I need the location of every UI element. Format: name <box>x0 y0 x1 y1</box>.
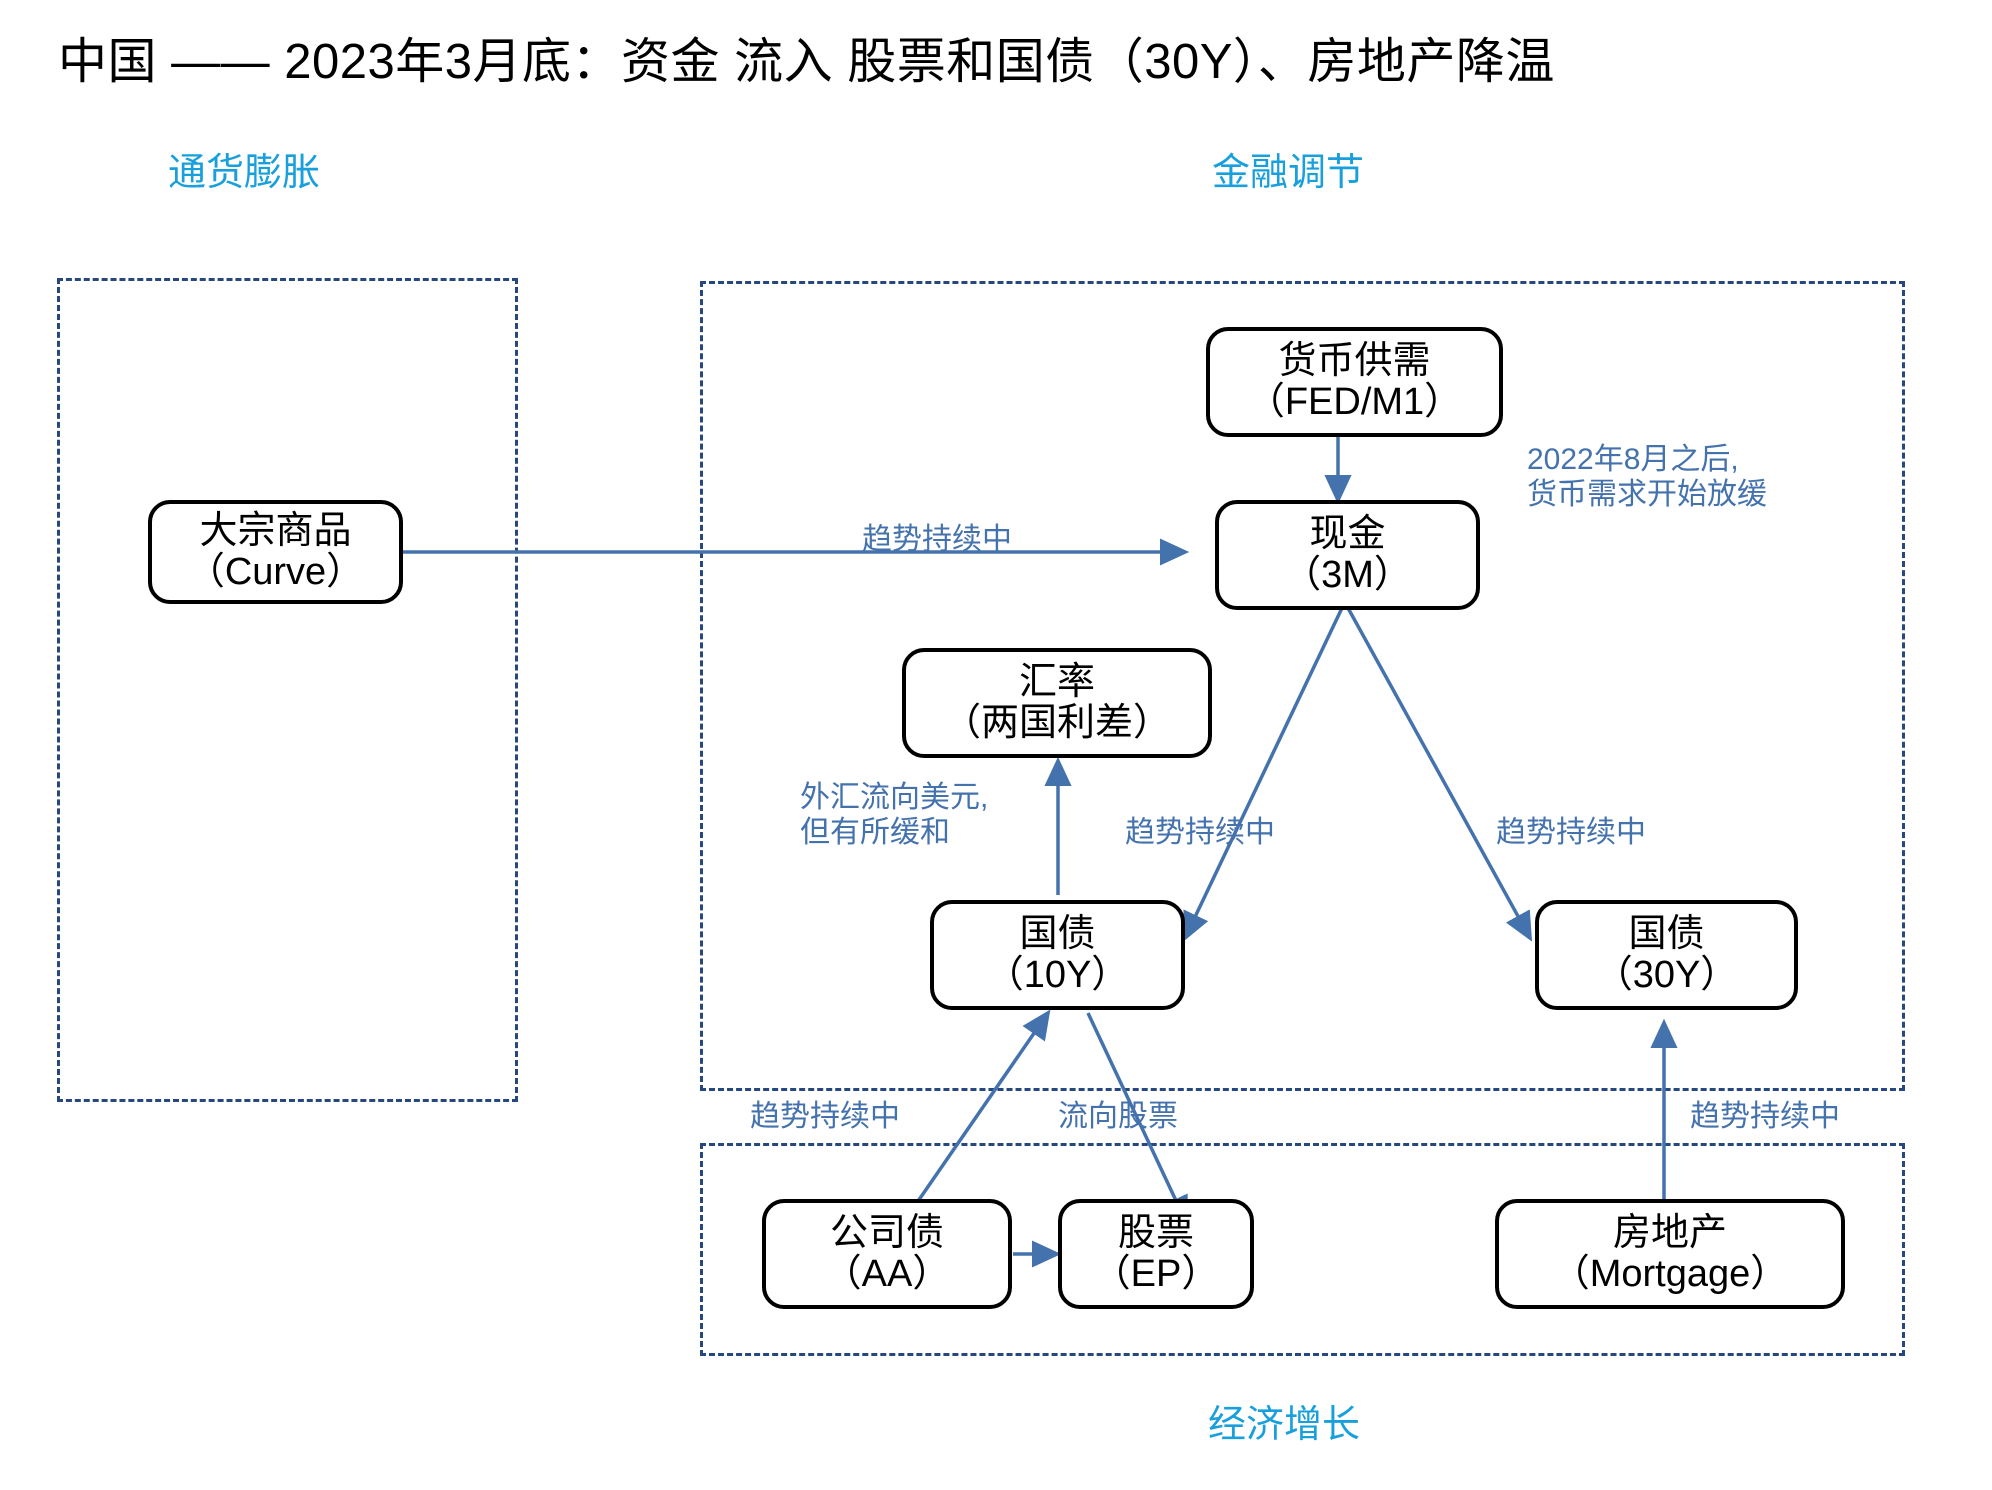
node-bond-10y-line1: 国债 <box>1019 912 1096 955</box>
zone-label-financial: 金融调节 <box>1212 152 1365 194</box>
node-fx-line2: （两国利差） <box>942 702 1171 744</box>
node-money-supply-line1: 货币供需 <box>1278 339 1431 382</box>
node-fx-line1: 汇率 <box>1018 660 1095 703</box>
fx-note-line2: 但有所缓和 <box>800 816 950 850</box>
node-cash-line2: （3M） <box>1283 554 1412 596</box>
node-bond-30y-line1: 国债 <box>1628 912 1705 955</box>
edge-label-cash-to-bond30y: 趋势持续中 <box>1496 816 1646 849</box>
node-equity-line1: 股票 <box>1117 1211 1194 1254</box>
node-money-supply[interactable]: 货币供需 （FED/M1） <box>1206 327 1503 437</box>
money-demand-note-line1: 2022年8月之后, <box>1527 443 1739 476</box>
node-corporate-bond-line2: （AA） <box>823 1253 951 1295</box>
money-demand-note-line2: 货币需求开始放缓 <box>1527 478 1767 512</box>
node-real-estate[interactable]: 房地产 （Mortgage） <box>1495 1199 1845 1309</box>
node-commodity[interactable]: 大宗商品 （Curve） <box>148 500 403 604</box>
node-bond-10y[interactable]: 国债 （10Y） <box>930 900 1185 1010</box>
edge-label-cash-to-bond10y: 趋势持续中 <box>1125 816 1275 849</box>
zone-label-growth: 经济增长 <box>1208 1404 1361 1446</box>
edge-label-realestate-to-bond30y: 趋势持续中 <box>1690 1100 1840 1133</box>
node-cash[interactable]: 现金 （3M） <box>1215 500 1480 610</box>
edge-label-money-demand-note: 2022年8月之后, 货币需求开始放缓 <box>1527 442 1767 513</box>
node-commodity-line1: 大宗商品 <box>199 509 352 552</box>
edge-label-fx-note: 外汇流向美元, 但有所缓和 <box>800 780 988 851</box>
node-equity-line2: （EP） <box>1092 1253 1220 1295</box>
node-bond-30y-line2: （30Y） <box>1594 954 1739 996</box>
node-commodity-line2: （Curve） <box>186 551 365 593</box>
page-title: 中国 —— 2023年3月底：资金 流入 股票和国债（30Y）、房地产降温 <box>58 35 1555 89</box>
node-real-estate-line1: 房地产 <box>1612 1211 1727 1254</box>
node-equity[interactable]: 股票 （EP） <box>1058 1199 1254 1309</box>
node-bond-10y-line2: （10Y） <box>985 954 1130 996</box>
node-real-estate-line2: （Mortgage） <box>1551 1253 1789 1295</box>
zone-label-inflation: 通货膨胀 <box>168 152 321 194</box>
edge-label-corpbond-to-bond10y: 趋势持续中 <box>750 1100 900 1133</box>
zone-box-growth <box>700 1143 1905 1356</box>
node-corporate-bond[interactable]: 公司债 （AA） <box>762 1199 1012 1309</box>
node-fx[interactable]: 汇率 （两国利差） <box>902 648 1212 758</box>
zone-box-inflation <box>57 278 518 1102</box>
fx-note-line1: 外汇流向美元, <box>800 781 989 814</box>
node-money-supply-line2: （FED/M1） <box>1246 381 1463 423</box>
node-cash-line1: 现金 <box>1309 512 1386 555</box>
zone-box-financial <box>700 281 1905 1091</box>
edge-label-commodity-to-cash: 趋势持续中 <box>862 523 1012 556</box>
edge-label-corpbond-to-equity: 流向股票 <box>1058 1100 1178 1133</box>
node-bond-30y[interactable]: 国债 （30Y） <box>1535 900 1798 1010</box>
node-corporate-bond-line1: 公司债 <box>829 1211 944 1254</box>
